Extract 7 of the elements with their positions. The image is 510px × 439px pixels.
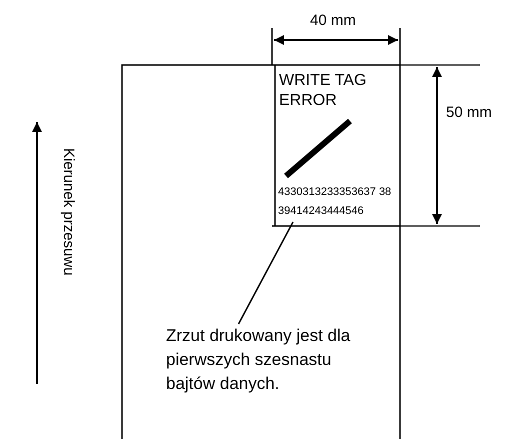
callout-text: Zrzut drukowany jest dla pierwszych szesnastu bajtów danych. xyxy=(166,324,362,396)
direction-text: Kierunek przesuwu xyxy=(60,148,77,276)
error-message: WRITE TAG ERROR xyxy=(279,71,368,111)
dimension-text: 40 mm xyxy=(310,12,356,29)
hex-dump-text: 4330313233353637 3839414243444546 xyxy=(278,183,396,221)
leader-line xyxy=(238,222,294,324)
dimension-text: 50 mm xyxy=(446,104,492,121)
